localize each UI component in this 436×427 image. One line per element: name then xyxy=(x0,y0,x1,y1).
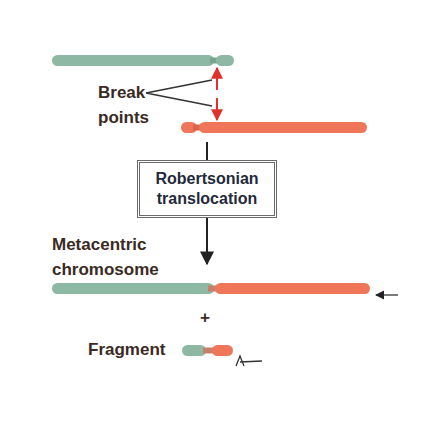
flow-arrow xyxy=(206,218,208,264)
orange-chromosome xyxy=(181,122,367,133)
green-chromosome xyxy=(52,55,234,66)
plus-sign: + xyxy=(200,305,220,330)
break-points-label: Break points xyxy=(98,80,154,130)
pointer-mark xyxy=(376,294,398,295)
fragment-label: Fragment xyxy=(88,337,178,362)
chromosome-label: Metacentric chromosome xyxy=(52,232,192,282)
pointer-mark xyxy=(236,356,244,366)
flow-line xyxy=(206,142,208,160)
process-box: Robertsonian translocation xyxy=(137,160,277,218)
metacentric-chromosome xyxy=(52,283,370,294)
break-arrow xyxy=(216,68,218,90)
leader-line xyxy=(146,80,212,106)
break-arrow xyxy=(216,98,218,120)
pointer-mark xyxy=(240,361,262,362)
fragment-chromosome xyxy=(182,345,233,356)
box-text: Robertsonian translocation xyxy=(140,169,274,209)
